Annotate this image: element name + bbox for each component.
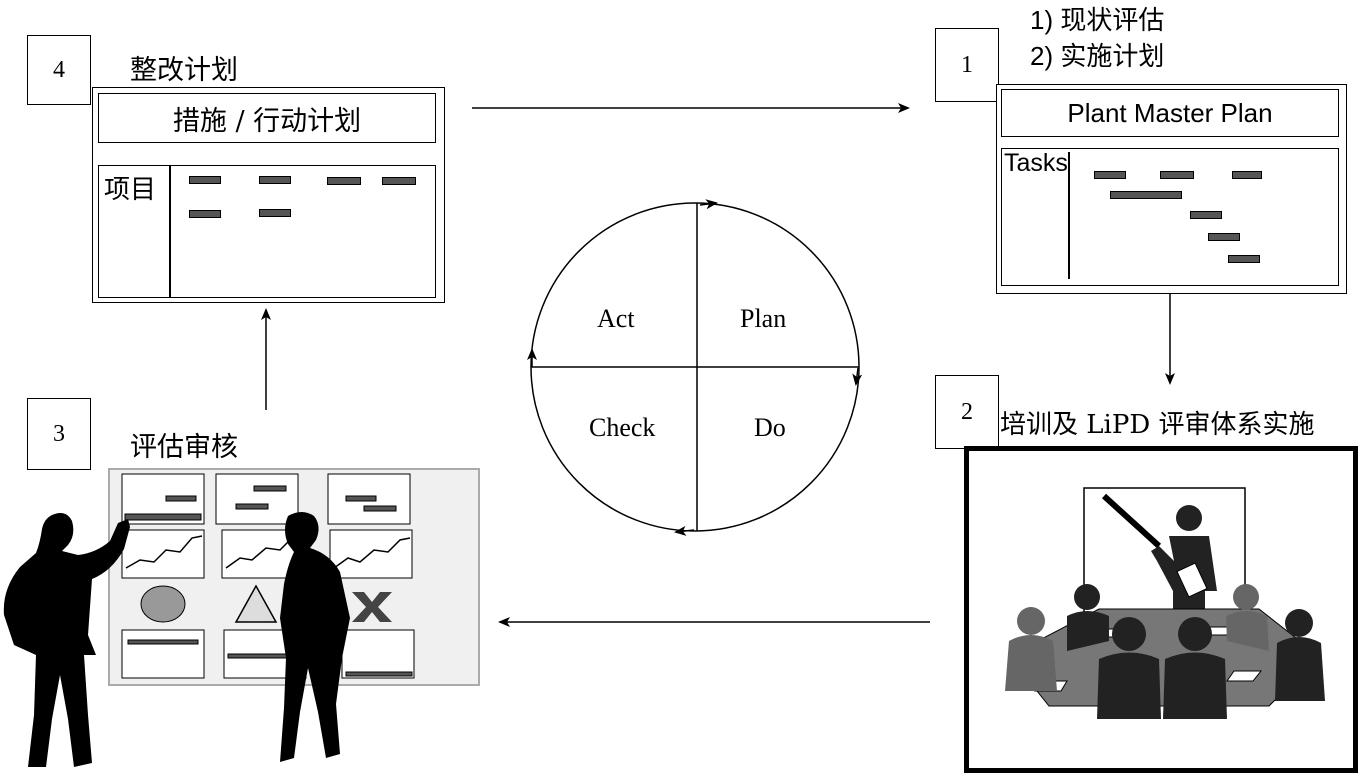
- step-number-3-label: 3: [53, 420, 65, 447]
- plant-master-plan-panel: Plant Master Plan Tasks: [996, 84, 1347, 294]
- pdca-check-label: Check: [589, 413, 656, 442]
- pdca-arrow-plan: [699, 199, 718, 210]
- action-plan-panel: 措施 / 行动计划 项目: [92, 87, 445, 303]
- audit-board-svg: [121, 473, 415, 679]
- assessment-audit-title: 评估审核: [130, 432, 238, 463]
- step-number-1-label: 1: [961, 51, 973, 78]
- attendee-body: [1067, 611, 1109, 651]
- attendee-body: [1275, 637, 1325, 701]
- action-plan-task-bar: [327, 177, 361, 185]
- training-meeting-illustration: [964, 446, 1358, 773]
- board-bar: [253, 485, 287, 492]
- board-chart: [215, 473, 299, 525]
- board-bar: [345, 495, 377, 502]
- action-plan-task-bar: [259, 176, 291, 184]
- action-plan-task-bar: [189, 210, 221, 218]
- attendee-body: [1163, 652, 1227, 719]
- tasks-row-label: Tasks: [1004, 149, 1068, 177]
- attendee-head: [1285, 609, 1313, 637]
- board-bar: [124, 513, 202, 521]
- step-implementation-plan: 2) 实施计划: [1030, 41, 1165, 71]
- board-bar: [235, 503, 269, 510]
- attendee-head: [1178, 617, 1212, 651]
- board-bar: [165, 495, 197, 502]
- table-paper: [1226, 670, 1263, 682]
- attendee-head: [1074, 584, 1100, 610]
- step-number-1: 1: [935, 28, 999, 102]
- step-number-4-label: 4: [53, 56, 65, 83]
- attendee-head: [1017, 607, 1045, 635]
- auditor-left-figure: [3, 513, 130, 767]
- auditor-silhouette-left: [3, 513, 130, 767]
- auditor-right-figure: [280, 512, 350, 762]
- plant-master-plan-header: Plant Master Plan: [1001, 89, 1339, 137]
- pdca-arrow-check: [674, 525, 695, 536]
- action-plan-task-bar: [382, 177, 416, 185]
- task-bar: [1228, 255, 1260, 263]
- plant-master-plan-table: Tasks: [1001, 148, 1339, 286]
- tasks-divider: [1068, 152, 1070, 279]
- pointer-stick: [1101, 493, 1162, 549]
- task-bar: [1094, 171, 1126, 179]
- task-bar: [1110, 191, 1182, 199]
- auditor-silhouette-right: [280, 512, 350, 762]
- task-bar: [1190, 211, 1222, 219]
- presenter-head: [1176, 505, 1202, 531]
- pdca-plan-label: Plan: [740, 304, 787, 333]
- step-number-3: 3: [27, 398, 91, 470]
- pdca-do-label: Do: [754, 413, 786, 442]
- task-bar: [1160, 171, 1194, 179]
- step-number-2: 2: [935, 375, 999, 449]
- step-number-4: 4: [27, 35, 91, 105]
- board-x-shape: [352, 592, 392, 622]
- attendee-body: [1226, 611, 1269, 651]
- board-bar: [363, 505, 397, 512]
- presenter-paper: [1176, 562, 1208, 598]
- rectification-plan-title: 整改计划: [130, 55, 238, 86]
- pdca-act-label: Act: [597, 304, 635, 333]
- step-current-assessment: 1) 现状评估: [1030, 5, 1165, 35]
- attendee-body: [1097, 652, 1161, 719]
- training-review-title: 培训及 LiPD 评审体系实施: [1000, 410, 1315, 440]
- attendee-head: [1233, 584, 1259, 610]
- action-plan-divider: [169, 166, 171, 297]
- board-bar: [345, 671, 413, 677]
- meeting-svg: [1005, 487, 1325, 719]
- board-trend-line: [125, 535, 203, 569]
- attendee-head: [1112, 617, 1146, 651]
- action-plan-header: 措施 / 行动计划: [98, 93, 436, 143]
- step-number-2-label: 2: [961, 398, 973, 425]
- action-plan-table: 项目: [98, 165, 436, 298]
- board-triangle-shape: [234, 584, 278, 623]
- board-trend-line: [333, 537, 411, 569]
- action-plan-row-label: 项目: [104, 175, 157, 205]
- board-line-chart: [329, 529, 413, 579]
- action-plan-task-bar: [259, 209, 291, 217]
- action-plan-task-bar: [189, 176, 221, 184]
- board-panel: [341, 629, 415, 679]
- board-panel: [121, 629, 205, 679]
- task-bar: [1208, 233, 1240, 241]
- board-circle-shape: [140, 585, 186, 623]
- pdca-arrow-do: [852, 367, 863, 386]
- attendee-body: [1005, 635, 1057, 691]
- task-bar: [1232, 171, 1262, 179]
- board-bar: [127, 639, 199, 645]
